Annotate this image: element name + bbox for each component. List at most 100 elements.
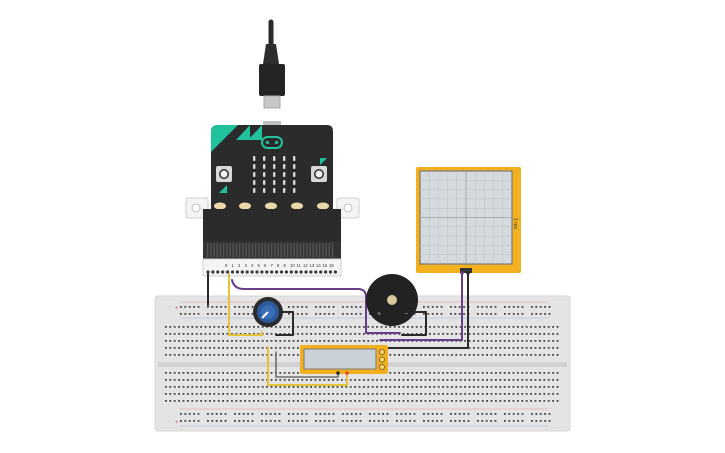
header-pin[interactable]: [216, 270, 220, 274]
breadboard-hole: [257, 340, 260, 342]
breadboard-hole: [211, 420, 214, 422]
header-pin[interactable]: [255, 270, 259, 274]
wire-black-scope[interactable]: [385, 272, 469, 349]
led: [273, 172, 276, 177]
breadboard-hole: [301, 379, 304, 381]
breadboard-hole: [191, 326, 194, 328]
header-pin[interactable]: [206, 270, 210, 274]
header-pin[interactable]: [289, 270, 293, 274]
breadboard-hole: [459, 372, 462, 374]
breadboard-hole: [345, 400, 348, 402]
breadboard-hole: [377, 413, 380, 415]
header-pin[interactable]: [211, 270, 215, 274]
header-pin[interactable]: [279, 270, 284, 274]
header-pin[interactable]: [319, 270, 323, 274]
breadboard-hole: [231, 393, 233, 395]
oscilloscope[interactable]: 1 ms: [416, 167, 521, 275]
breadboard-hole: [200, 379, 202, 381]
breadboard-hole: [209, 326, 211, 328]
breadboard-hole: [292, 400, 295, 402]
multimeter-mode-button-2[interactable]: [378, 356, 385, 363]
header-pin[interactable]: [333, 270, 337, 274]
breadboard-hole: [278, 420, 281, 422]
header-pin[interactable]: [304, 270, 308, 274]
wire-purple-scope[interactable]: [379, 272, 463, 341]
button-b[interactable]: [311, 166, 327, 182]
edge-fin: [271, 243, 273, 257]
header-pin[interactable]: [230, 270, 235, 274]
breadboard-hole: [490, 413, 492, 415]
breadboard-hole: [242, 420, 245, 422]
piezo-buzzer[interactable]: + −: [366, 274, 418, 326]
wires[interactable]: [207, 272, 469, 386]
button-a[interactable]: [216, 166, 232, 182]
wire-pot-gnd[interactable]: [274, 311, 294, 336]
header-pin[interactable]: [324, 270, 328, 274]
usb-cable[interactable]: [259, 19, 285, 127]
usb-port: [263, 121, 281, 127]
multimeter-mode-button-3[interactable]: [378, 363, 385, 370]
breadboard-hole: [398, 354, 400, 356]
header-pin[interactable]: [328, 270, 333, 274]
header-pin[interactable]: [226, 270, 230, 274]
multimeter-mode-button-1[interactable]: [378, 348, 385, 355]
wire-gray-meter[interactable]: [275, 351, 339, 378]
header-pin[interactable]: [260, 270, 264, 274]
header-pin[interactable]: [275, 270, 279, 274]
breadboard-hole: [211, 306, 214, 308]
breadboard-hole: [508, 393, 510, 395]
edge-fin: [229, 243, 231, 257]
breadboard-hole: [450, 413, 452, 415]
wire-purple-buzzer[interactable]: [231, 279, 401, 334]
header-pin[interactable]: [314, 270, 318, 274]
breadboard-hole: [534, 379, 537, 381]
breadboard-hole: [547, 333, 550, 335]
breadboard-hole: [446, 386, 449, 388]
breadboard-hole: [288, 379, 290, 381]
header-pin[interactable]: [284, 270, 288, 274]
breadboard-hole: [275, 379, 277, 381]
header-pin[interactable]: [221, 270, 225, 274]
potentiometer[interactable]: [253, 297, 283, 327]
breadboard-hole: [239, 386, 242, 388]
pin-header-holes[interactable]: [206, 270, 337, 274]
pin-label: 12: [303, 263, 308, 268]
breadboard-hole: [363, 340, 365, 342]
breadboard-hole: [402, 379, 405, 381]
breadboard-hole: [217, 354, 220, 356]
breadboard-hole: [459, 400, 462, 402]
header-pin[interactable]: [235, 270, 239, 274]
header-pin[interactable]: [245, 270, 249, 274]
header-pin[interactable]: [299, 270, 303, 274]
breadboard-hole: [173, 400, 176, 402]
header-pin[interactable]: [270, 270, 274, 274]
breadboard-hole: [248, 379, 251, 381]
breadboard-hole: [467, 420, 470, 422]
header-pin[interactable]: [309, 270, 313, 274]
breadboard-hole: [288, 413, 290, 415]
wire-yellow-meter[interactable]: [267, 346, 348, 386]
wire-buzzer-gnd[interactable]: [401, 311, 427, 336]
breadboard-hole: [503, 372, 506, 374]
breadboard-hole: [200, 372, 202, 374]
breadboard-hole: [238, 420, 241, 422]
breadboard-hole: [490, 400, 493, 402]
breadboard-hole: [539, 413, 542, 415]
header-pin[interactable]: [240, 270, 244, 274]
breadboard-hole: [342, 420, 344, 422]
header-pin[interactable]: [265, 270, 269, 274]
breadboard-hole: [310, 400, 312, 402]
breadboard-hole: [332, 400, 334, 402]
header-pin[interactable]: [250, 270, 254, 274]
breadboard-hole: [209, 372, 211, 374]
wire-yellow-pot[interactable]: [228, 273, 263, 336]
header-pin[interactable]: [294, 270, 298, 274]
breadboard-hole: [455, 372, 458, 374]
breadboard-hole: [323, 413, 326, 415]
breadboard-hole: [464, 333, 466, 335]
multimeter[interactable]: [300, 345, 388, 375]
probe-pin-signal: [460, 271, 464, 275]
breadboard-hole: [556, 372, 559, 374]
